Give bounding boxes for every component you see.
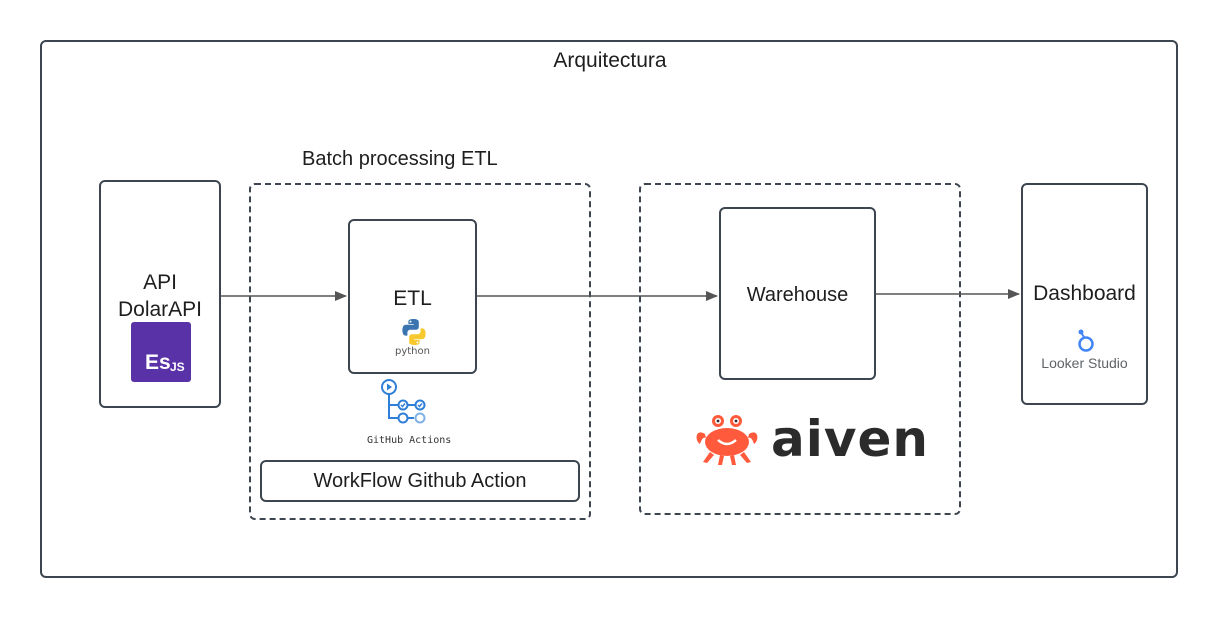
python-logo-icon	[402, 319, 426, 345]
warehouse-box: Warehouse	[719, 207, 876, 380]
warehouse-label: Warehouse	[746, 284, 849, 306]
looker-studio-icon	[1078, 329, 1094, 352]
etl-label: ETL	[393, 287, 432, 310]
warehouse-group	[639, 183, 961, 515]
esjs-logo-main: Es	[145, 351, 171, 374]
architecture-frame	[40, 40, 1178, 578]
looker-studio-caption: Looker Studio	[1041, 355, 1128, 371]
aiven-wordmark: aiven	[771, 410, 929, 468]
etl-box: ETL python	[348, 219, 477, 374]
esjs-logo-sub: JS	[170, 360, 185, 374]
dashboard-box: Dashboard Looker Studio	[1021, 183, 1148, 405]
github-actions-caption: GitHub Actions	[367, 435, 452, 446]
workflow-label: WorkFlow Github Action	[313, 469, 527, 492]
aiven-crab-icon	[696, 415, 758, 465]
workflow-box: WorkFlow Github Action	[260, 460, 580, 502]
api-box: API DolarAPI Es JS	[99, 180, 221, 408]
batch-group-label: Batch processing ETL	[302, 148, 498, 170]
github-actions-icon	[381, 379, 426, 424]
api-line2: DolarAPI	[117, 298, 203, 321]
esjs-logo-icon: Es JS	[131, 322, 191, 382]
python-caption: python	[395, 346, 430, 357]
api-line1: API	[143, 271, 177, 294]
batch-etl-group	[249, 183, 591, 520]
diagram-title: Arquitectura	[553, 49, 667, 72]
dashboard-label: Dashboard	[1033, 282, 1136, 305]
